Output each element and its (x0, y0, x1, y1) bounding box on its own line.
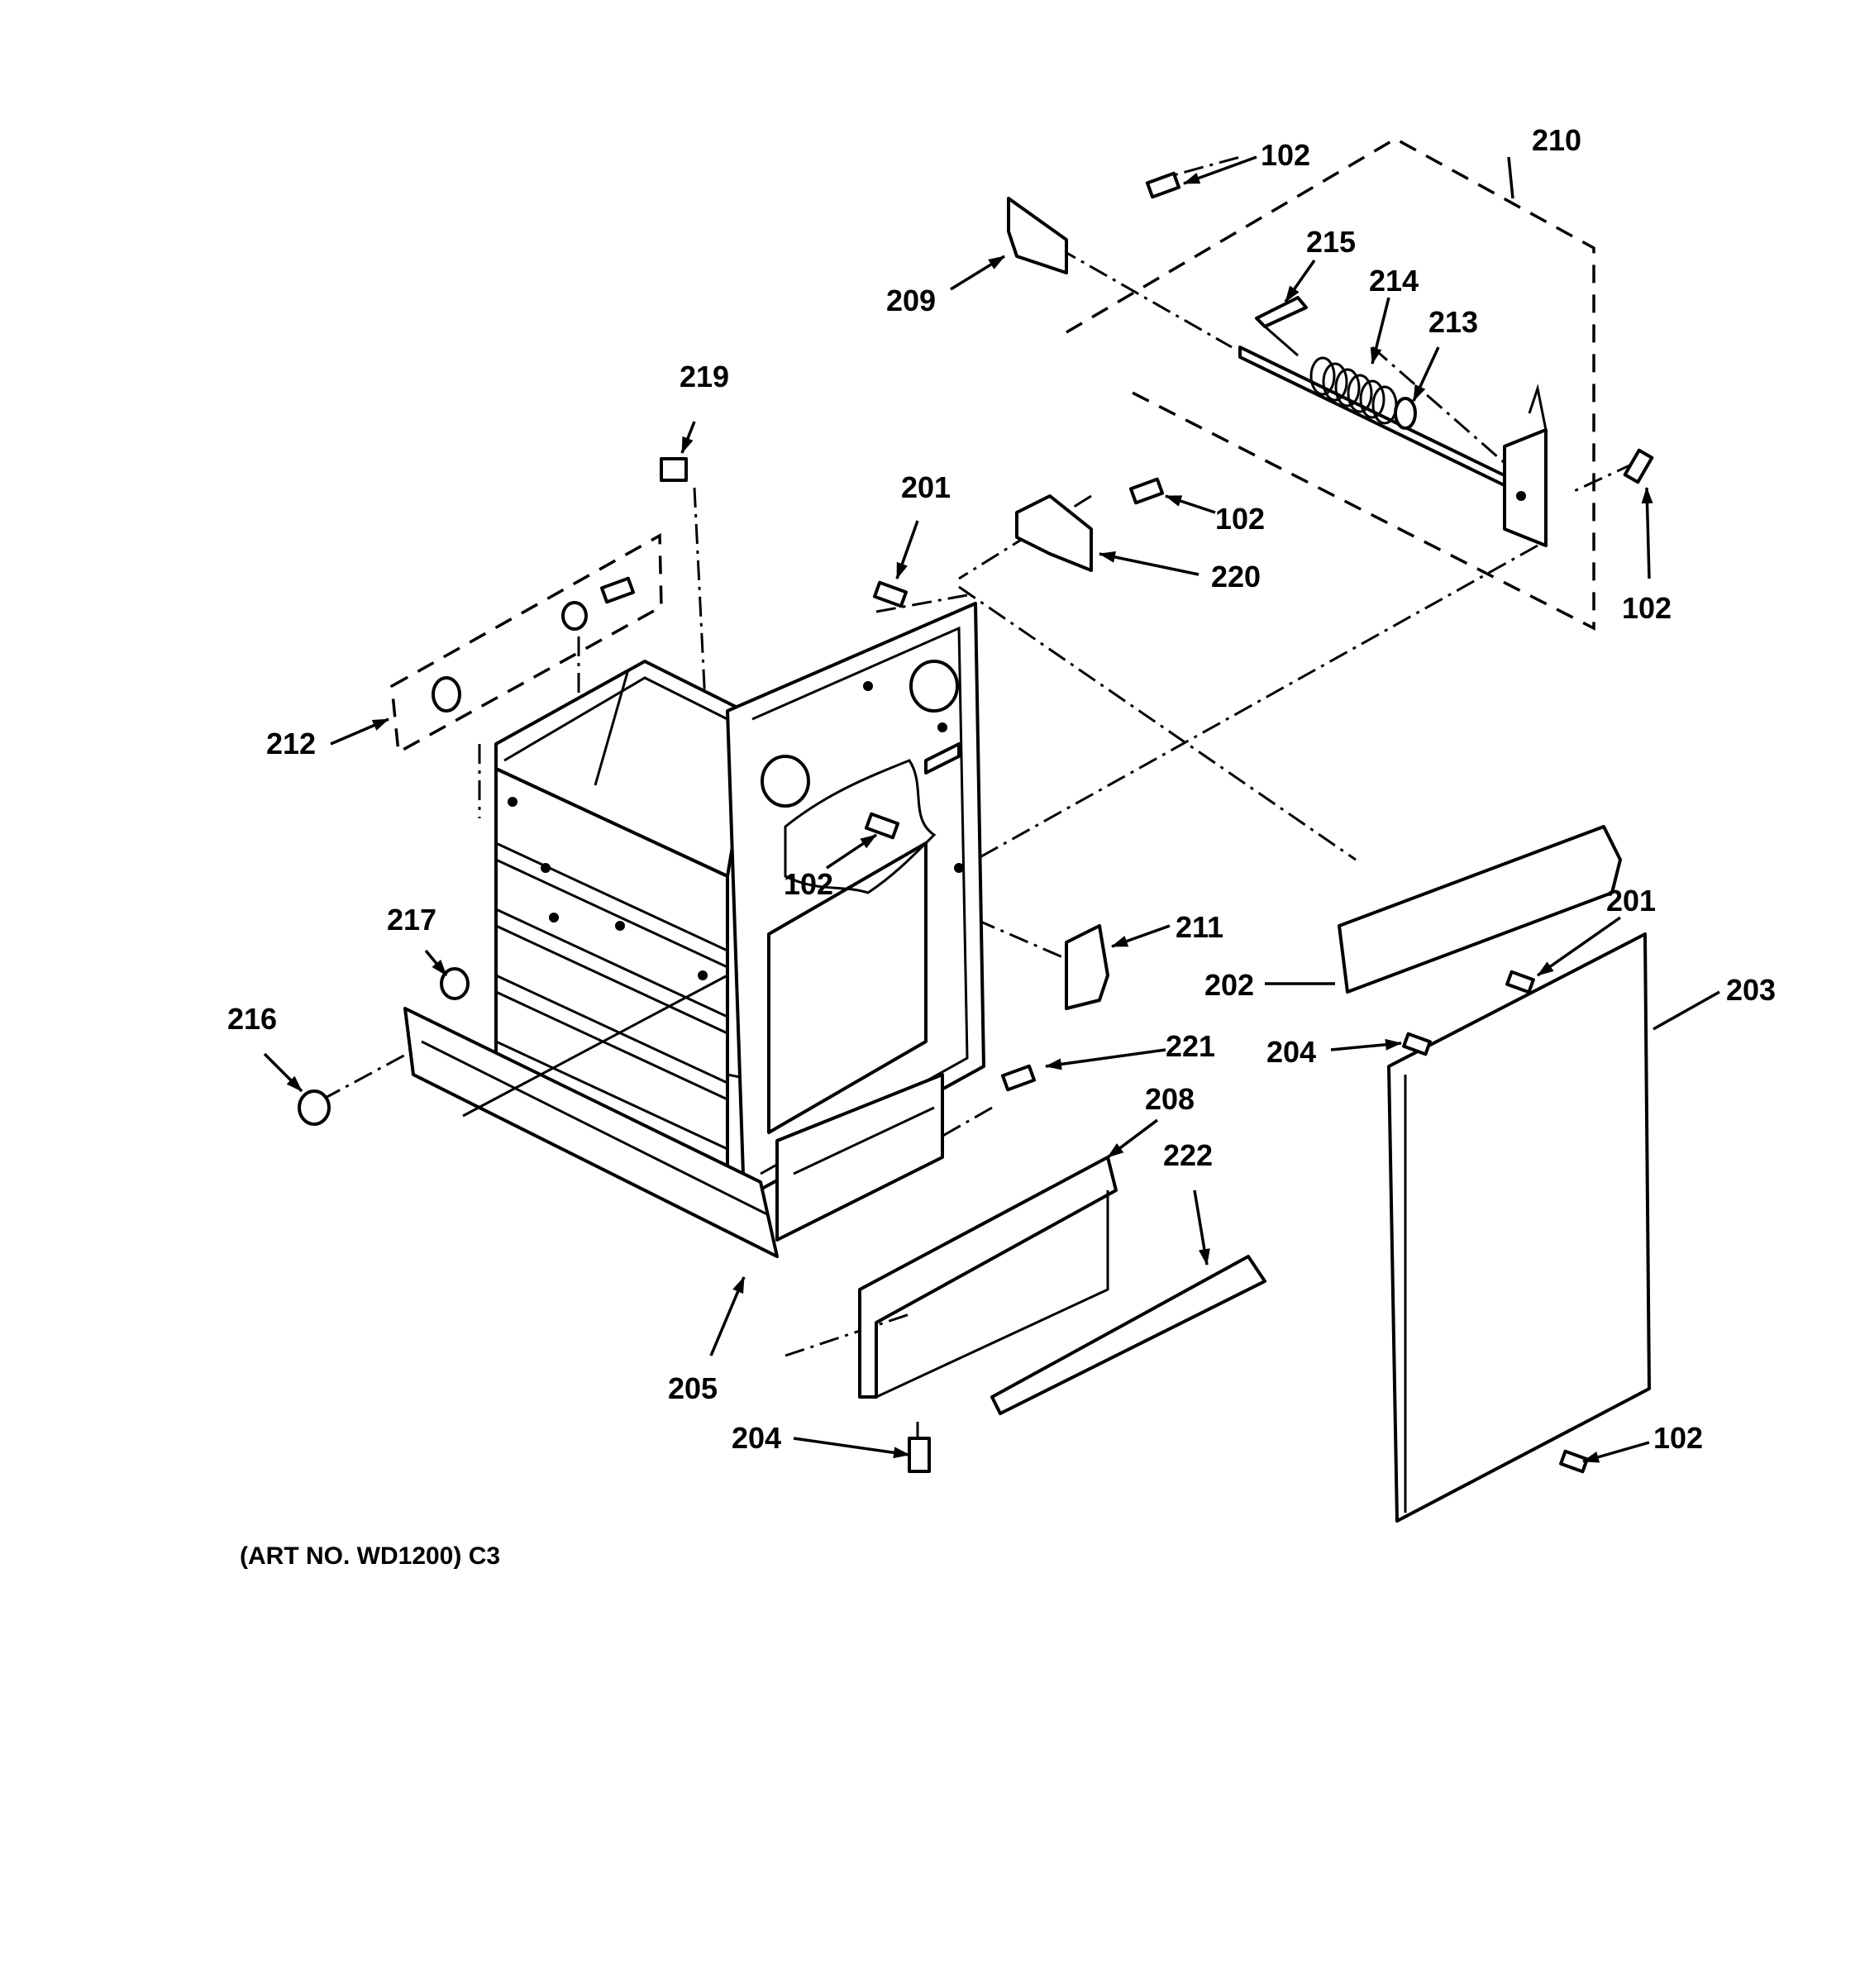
label-211: 211 (1176, 910, 1223, 944)
label-213: 213 (1428, 305, 1478, 339)
bracket-211 (1065, 924, 1109, 1010)
leader-lines (263, 155, 1720, 1463)
kick-plate-222 (990, 1255, 1266, 1415)
label-204-bottom: 204 (732, 1421, 781, 1455)
label-222: 222 (1163, 1138, 1213, 1172)
group-210-dashed-outline (1066, 136, 1595, 631)
label-102-top: 102 (1261, 138, 1310, 172)
art-number-caption: (ART NO. WD1200) C3 (240, 1542, 500, 1570)
label-201-door: 201 (1606, 884, 1656, 918)
label-204-door: 204 (1266, 1035, 1316, 1069)
label-212: 212 (266, 727, 316, 760)
label-205: 205 (668, 1371, 718, 1405)
label-102-center: 102 (784, 867, 833, 901)
fasteners (298, 171, 1654, 1474)
label-102-bracket: 102 (1215, 502, 1265, 536)
cabinet-body (403, 602, 985, 1258)
bracket-209 (1007, 197, 1068, 274)
label-202: 202 (1204, 968, 1254, 1002)
label-208: 208 (1145, 1082, 1195, 1116)
label-203: 203 (1726, 973, 1776, 1007)
label-102-bottom-right: 102 (1653, 1421, 1703, 1455)
label-216: 216 (227, 1002, 277, 1036)
label-214: 214 (1369, 264, 1419, 298)
trim-202 (1338, 825, 1622, 994)
group-212-dashed-outline (390, 533, 663, 755)
label-219: 219 (680, 360, 729, 393)
label-210: 210 (1532, 123, 1581, 157)
bracket-220 (1015, 494, 1093, 572)
label-201-upper: 201 (901, 470, 951, 504)
label-221: 221 (1166, 1029, 1215, 1063)
label-217: 217 (387, 903, 436, 937)
label-209: 209 (886, 284, 936, 317)
label-102-right: 102 (1622, 591, 1672, 625)
door-panel-203 (1387, 932, 1651, 1523)
label-220: 220 (1211, 560, 1261, 594)
hinge-rod-assembly (1238, 296, 1548, 547)
label-215: 215 (1306, 225, 1356, 259)
